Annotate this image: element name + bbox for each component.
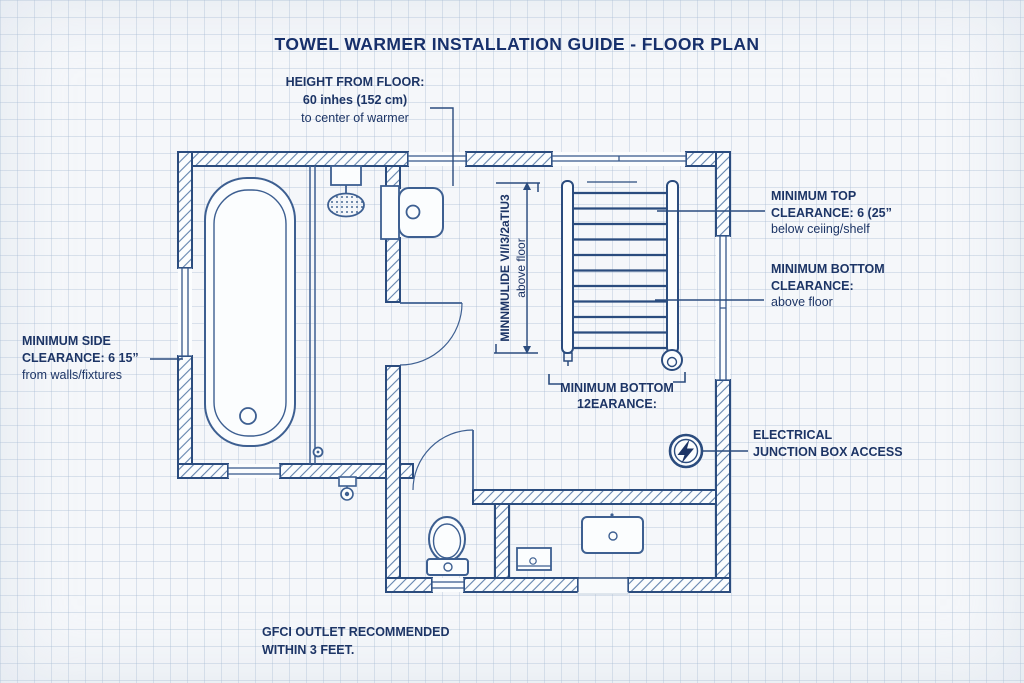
label-line: GFCI OUTLET RECOMMENDED — [262, 625, 450, 639]
wall-mid-horizontal — [472, 489, 717, 505]
wall-bottom-b — [463, 577, 579, 593]
opening-vanity-door — [577, 577, 629, 595]
wall-interior-b — [385, 237, 401, 303]
floor-fixture — [338, 476, 357, 501]
label-line: 12EARANCE: — [577, 397, 657, 411]
window-right — [716, 235, 730, 381]
doors — [399, 302, 474, 491]
label-line: above floor — [514, 238, 528, 297]
wall-left-lower — [177, 355, 193, 479]
label-line: MINNMULIDE VI/I3/2aTIU3 — [498, 194, 512, 342]
wall-bottomleft-a — [177, 463, 229, 479]
wall-right-upper — [715, 151, 731, 237]
sink-drain — [608, 531, 618, 541]
wall-mounted-unit — [380, 185, 444, 240]
label-line: ELECTRICAL — [753, 428, 833, 442]
lightning-bolt-icon — [668, 433, 704, 469]
label-line: above floor — [771, 295, 833, 309]
window-left — [178, 267, 192, 357]
leader-lines — [150, 107, 765, 452]
label-line: WITHIN 3 FEET. — [262, 643, 354, 657]
window-top-2 — [551, 152, 687, 166]
annotation-min-bottom-center: MINIMUM BOTTOM 12EARANCE: — [560, 381, 674, 411]
label-line: 60 inhes (152 cm) — [303, 93, 407, 107]
page-title: TOWEL WARMER INSTALLATION GUIDE - FLOOR … — [275, 34, 760, 54]
accessory-box — [516, 547, 552, 571]
sink-tap — [610, 513, 614, 517]
door-toilet-room — [412, 429, 474, 491]
door-center — [399, 302, 463, 366]
window-bottom-left — [227, 464, 281, 478]
warmer-foot — [563, 352, 573, 362]
bathtub — [204, 177, 296, 447]
annotation-min-side-clearance: MINIMUM SIDE CLEARANCE: 6 15” from walls… — [22, 334, 139, 382]
label-line: CLEARANCE: 6 15” — [22, 351, 139, 365]
label-line: to center of warmer — [301, 111, 409, 125]
label-line: MINIMUM SIDE — [22, 334, 111, 348]
label-line: JUNCTION BOX ACCESS — [753, 445, 903, 459]
annotation-gfci: GFCI OUTLET RECOMMENDED WITHIN 3 FEET. — [262, 625, 450, 657]
label-line: MINIMUM TOP — [771, 189, 856, 203]
warmer-rail-left — [561, 180, 574, 354]
towel-warmer-ladder — [561, 180, 683, 371]
warmer-heater-element — [661, 349, 683, 371]
wall-left-upper — [177, 151, 193, 269]
toilet — [426, 516, 469, 576]
wall-interior-a — [385, 165, 401, 189]
leader-height — [430, 107, 454, 186]
bottom-clearance-brackets — [548, 372, 686, 385]
annotation-min-top-clearance: MINIMUM TOP CLEARANCE: 6 (25” below ceii… — [771, 189, 892, 236]
windows — [178, 152, 730, 595]
window-top-1 — [407, 152, 467, 166]
annotation-height-from-floor: HEIGHT FROM FLOOR: 60 inhes (152 cm) to … — [286, 75, 425, 125]
wall-right-lower — [715, 379, 731, 593]
wall-bottom-a — [385, 577, 433, 593]
dimension-height — [494, 181, 637, 354]
wall-toilet-right — [494, 503, 510, 579]
label-line: MINIMUM BOTTOM — [560, 381, 674, 395]
glass-partition — [309, 166, 324, 464]
annotation-min-bottom-clearance-right: MINIMUM BOTTOM CLEARANCE: above floor — [771, 262, 885, 309]
vanity-sink — [581, 513, 644, 554]
label-line: CLEARANCE: 6 (25” — [771, 206, 892, 220]
shower-head-icon — [327, 165, 365, 218]
label-line: from walls/fixtures — [22, 368, 122, 382]
label-line: HEIGHT FROM FLOOR: — [286, 75, 425, 89]
annotation-electrical: ELECTRICAL JUNCTION BOX ACCESS — [753, 428, 903, 459]
annotation-height-dimension-vertical: MINNMULIDE VI/I3/2aTIU3 above floor — [498, 194, 528, 342]
label-line: MINIMUM BOTTOM — [771, 262, 885, 276]
tub-drain — [239, 407, 257, 425]
label-line: CLEARANCE: — [771, 279, 854, 293]
wall-bottom-c — [627, 577, 731, 593]
warmer-rail-right — [666, 180, 679, 354]
threshold-toilet — [431, 578, 465, 592]
wall-interior-c — [385, 365, 401, 593]
toilet-button — [443, 562, 453, 572]
label-line: below ceiing/shelf — [771, 222, 870, 236]
wall-top-mid — [465, 151, 553, 167]
wall-top-left — [177, 151, 409, 167]
vanity-room-outline — [508, 503, 717, 579]
